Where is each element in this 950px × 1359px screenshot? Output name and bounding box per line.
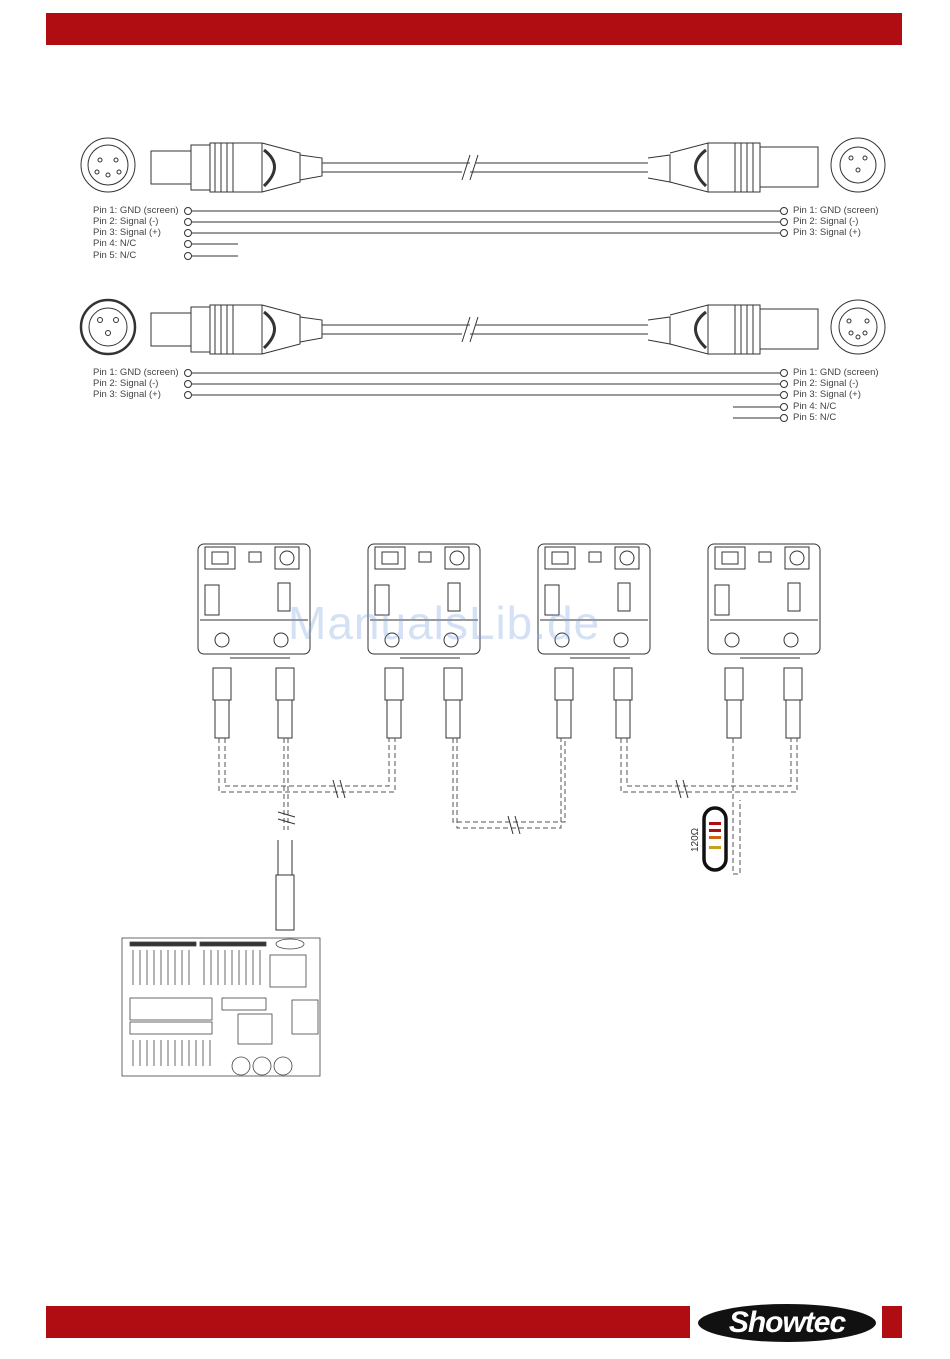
cable1-left-pin-2: Pin 2: Signal (-)	[93, 216, 158, 227]
footer-bar-end	[882, 1306, 902, 1338]
cable2-right-pin-1: Pin 1: GND (screen)	[793, 367, 879, 378]
cable2-left-pin-1: Pin 1: GND (screen)	[93, 367, 179, 378]
cable1-left-pin-3: Pin 3: Signal (+)	[93, 227, 161, 238]
cable2-right-pin-3: Pin 3: Signal (+)	[793, 389, 861, 400]
showtec-logo: Showtec	[694, 1300, 880, 1346]
dmx-cables	[219, 738, 797, 874]
footer-bar	[46, 1306, 690, 1338]
xlr5-face-icon	[81, 138, 135, 192]
terminator-label: 120Ω	[690, 828, 701, 852]
plugs	[213, 668, 802, 930]
fixture-4	[708, 544, 820, 658]
cable1-right-pin-1: Pin 1: GND (screen)	[793, 205, 879, 216]
cable2-left-pin-3: Pin 3: Signal (+)	[93, 389, 161, 400]
cable2-right-pin-5: Pin 5: N/C	[793, 412, 836, 423]
logo-text: Showtec	[694, 1300, 880, 1346]
cable2-right-pin-4: Pin 4: N/C	[793, 401, 836, 412]
watermark: ManualsLib.de	[288, 596, 600, 650]
cable1-left-pin-1: Pin 1: GND (screen)	[93, 205, 179, 216]
terminator-resistor-icon	[704, 808, 726, 870]
cable2-left-pin-2: Pin 2: Signal (-)	[93, 378, 158, 389]
cable2-right-pin-2: Pin 2: Signal (-)	[793, 378, 858, 389]
cable1-right-pin-2: Pin 2: Signal (-)	[793, 216, 858, 227]
cable1-right-pin-3: Pin 3: Signal (+)	[793, 227, 861, 238]
cable1-left-pin-4: Pin 4: N/C	[93, 238, 136, 249]
dmx-controller	[122, 938, 320, 1076]
cable1-left-pin-5: Pin 5: N/C	[93, 250, 136, 261]
